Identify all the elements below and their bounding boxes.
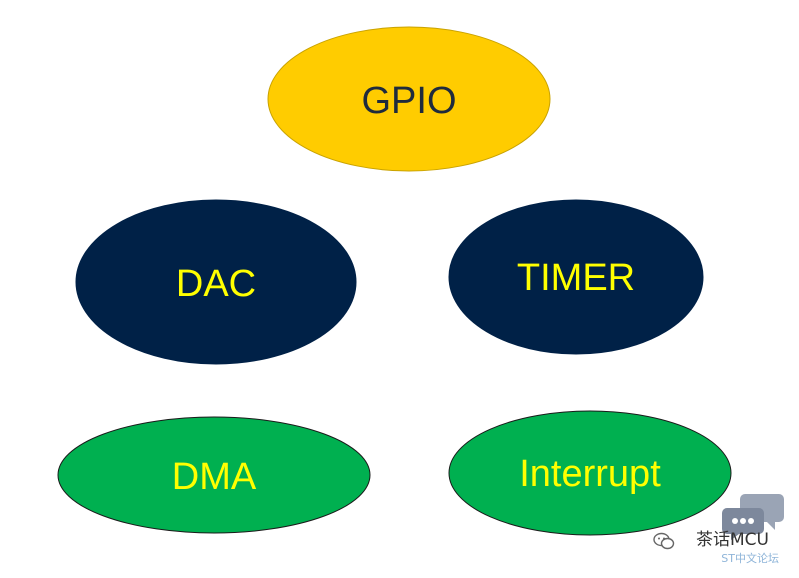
node-dma-label: DMA <box>172 456 257 498</box>
node-timer-shape <box>448 199 704 355</box>
node-dma: DMA <box>57 416 371 534</box>
node-interrupt-shape <box>448 410 732 536</box>
node-gpio-shape <box>267 26 551 172</box>
node-dac-shape <box>75 199 357 365</box>
node-dac-label: DAC <box>176 263 256 305</box>
node-gpio: GPIO <box>267 26 551 172</box>
node-dac: DAC <box>75 199 357 365</box>
node-timer-label: TIMER <box>517 257 635 299</box>
wechat-icon <box>653 532 675 550</box>
node-interrupt-label: Interrupt <box>519 453 661 495</box>
node-timer: TIMER <box>448 199 704 355</box>
node-interrupt: Interrupt <box>448 410 732 536</box>
watermark-name: 茶话MCU <box>696 530 769 550</box>
watermark-subtitle: ST中文论坛 <box>721 552 779 565</box>
chat-bubbles-icon <box>722 494 784 540</box>
node-gpio-label: GPIO <box>361 80 456 122</box>
node-dma-shape <box>57 416 371 534</box>
watermark: 茶话MCU ST中文论坛 <box>651 494 791 572</box>
